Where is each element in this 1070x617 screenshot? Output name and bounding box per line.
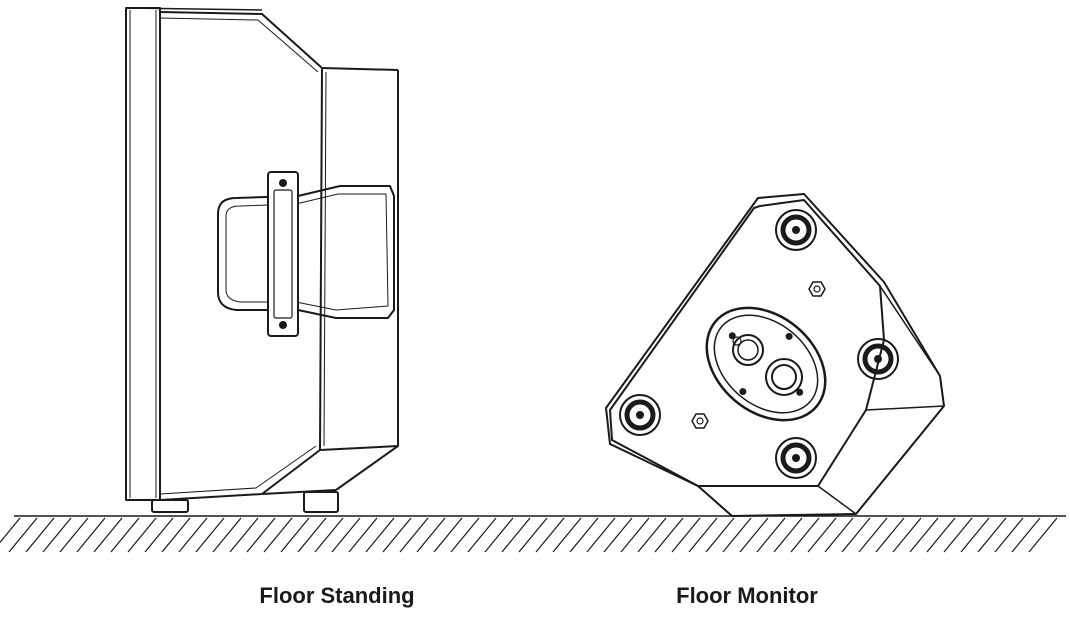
hatch-line	[552, 517, 582, 553]
hatch-line	[671, 517, 701, 553]
hatch-line	[433, 517, 463, 553]
hatch-line	[25, 517, 55, 553]
hatch-line	[42, 517, 72, 553]
foot-icon	[775, 437, 817, 479]
hatch-line	[450, 517, 480, 553]
hatch-line	[484, 517, 514, 553]
floor-monitor-speaker	[605, 193, 945, 517]
hatch-line	[110, 517, 140, 553]
hatch-line	[807, 517, 837, 553]
ground	[0, 515, 1066, 553]
front-baffle	[125, 7, 161, 501]
hatch-line	[348, 517, 378, 553]
floor-standing-speaker	[125, 7, 399, 513]
hatch-line	[943, 517, 973, 553]
hatch-line	[76, 517, 106, 553]
hatch-line	[8, 517, 38, 553]
input-connector-icon	[732, 334, 764, 366]
hatch-line	[93, 517, 123, 553]
hatch-line	[280, 517, 310, 553]
output-connector-icon	[765, 358, 803, 396]
hatch-line	[178, 517, 208, 553]
hatch-line	[1028, 517, 1058, 553]
hatch-line	[688, 517, 718, 553]
hex-nut-icon	[808, 281, 826, 297]
hatch-line	[569, 517, 599, 553]
hatch-line	[518, 517, 548, 553]
screw-icon	[279, 179, 287, 187]
hatch-line	[297, 517, 327, 553]
connector-plate	[705, 306, 827, 422]
hatch-line	[331, 517, 361, 553]
hatch-line	[127, 517, 157, 553]
hatch-line	[773, 517, 803, 553]
cabinet-top	[159, 11, 399, 71]
hatch-line	[195, 517, 225, 553]
hatch-line	[467, 517, 497, 553]
hatch-line	[399, 517, 429, 553]
hatch-line	[994, 517, 1024, 553]
monitor-front-face	[609, 199, 885, 487]
hatch-line	[586, 517, 616, 553]
hatch-line	[841, 517, 871, 553]
hatch-line	[382, 517, 412, 553]
hatch-line	[892, 517, 922, 553]
hatch-line	[314, 517, 344, 553]
hatch-line	[161, 517, 191, 553]
screw-icon	[279, 321, 287, 329]
foot-icon	[857, 338, 899, 380]
foot-front	[151, 499, 189, 513]
ground-hatch	[0, 517, 1058, 553]
hatch-line	[824, 517, 854, 553]
hatch-line	[535, 517, 565, 553]
monitor-outline	[605, 193, 945, 517]
hatch-line	[416, 517, 446, 553]
hatch-line	[365, 517, 395, 553]
hatch-line	[603, 517, 633, 553]
cabinet-rear	[319, 67, 399, 451]
hatch-line	[875, 517, 905, 553]
hatch-line	[246, 517, 276, 553]
hatch-line	[858, 517, 888, 553]
hatch-line	[229, 517, 259, 553]
hatch-line	[909, 517, 939, 553]
hatch-line	[144, 517, 174, 553]
hatch-line	[1011, 517, 1041, 553]
hatch-line	[926, 517, 956, 553]
hatch-line	[654, 517, 684, 553]
caption-floor-monitor: Floor Monitor	[676, 583, 818, 608]
hatch-line	[722, 517, 752, 553]
hatch-line	[501, 517, 531, 553]
handle-bracket	[267, 171, 299, 337]
hatch-line	[705, 517, 735, 553]
hatch-line	[212, 517, 242, 553]
foot-icon	[619, 394, 661, 436]
hatch-line	[0, 517, 21, 544]
hatch-line	[637, 517, 667, 553]
foot-rear	[303, 491, 339, 513]
hatch-line	[756, 517, 786, 553]
hex-nut-icon	[691, 413, 709, 429]
hatch-line	[960, 517, 990, 553]
hatch-line	[620, 517, 650, 553]
handle-recess	[217, 185, 395, 319]
foot-icon	[775, 209, 817, 251]
hatch-line	[739, 517, 769, 553]
hatch-line	[263, 517, 293, 553]
hatch-line	[977, 517, 1007, 553]
hatch-line	[59, 517, 89, 553]
caption-floor-standing: Floor Standing	[259, 583, 415, 608]
hatch-line	[790, 517, 820, 553]
